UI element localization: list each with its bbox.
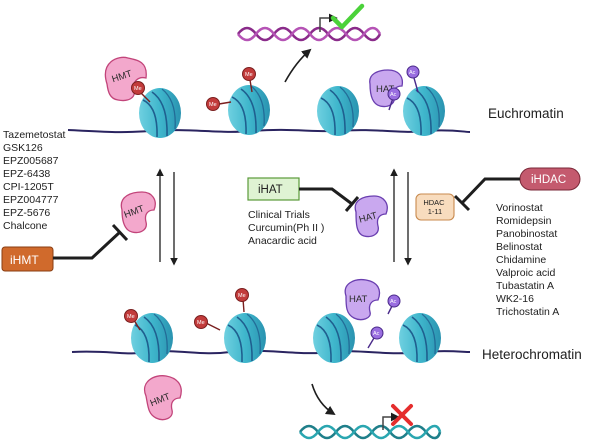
hmt-enzyme-euchromatin: HMT — [104, 56, 147, 102]
acetyl-mark: Ac — [406, 65, 420, 93]
check-icon — [330, 3, 365, 30]
methyl-mark: Me — [206, 97, 232, 111]
hat-label: HAT — [376, 84, 394, 95]
hmt-enzyme-heterochromatin: HMT — [143, 375, 182, 421]
drug-name: Anacardic acid — [248, 235, 317, 247]
hat-transition-arrows — [390, 168, 412, 266]
hat-enzyme-middle: HAT — [354, 195, 388, 238]
nucleosome — [138, 87, 182, 139]
drug-name: EPZ004777 — [3, 194, 59, 206]
methyl-label: Me — [134, 86, 142, 92]
nucleosome — [402, 85, 446, 137]
heterochromatin-label: Heterochromatin — [482, 347, 582, 362]
hdac-enzyme: HDAC 1-11 — [415, 193, 455, 221]
drug-name: EPZ-5676 — [3, 207, 50, 219]
euchromatin-label: Euchromatin — [488, 106, 564, 121]
methyl-mark: Me — [131, 81, 151, 103]
nucleosome — [130, 312, 174, 364]
methyl-mark: Me — [194, 315, 221, 331]
hat-label: HAT — [349, 294, 367, 305]
hat-label: HAT — [358, 210, 379, 225]
hmt-enzyme-middle: HMT — [120, 191, 156, 234]
ihdac-label: iHDAC — [531, 174, 566, 186]
drug-name: Vorinostat — [496, 202, 543, 214]
methyl-label: Me — [197, 320, 205, 326]
methyl-mark: Me — [235, 288, 249, 313]
drug-name: CPI-1205T — [3, 181, 54, 193]
acetyl-label: Ac — [373, 331, 380, 337]
acetyl-label: Ac — [409, 70, 416, 76]
hat-enzyme-euchromatin: HAT — [369, 69, 404, 108]
drug-name: Panobinostat — [496, 228, 557, 240]
nucleosome — [312, 312, 356, 364]
methyl-label: Me — [245, 72, 253, 78]
ihmt-inhibitor: iHMT — [1, 223, 129, 272]
methyl-label: Me — [238, 293, 246, 299]
heterochromatin-fiber — [71, 312, 471, 364]
drug-name: Tazemetostat — [3, 129, 66, 141]
ihat-inhibitor: iHAT — [247, 177, 360, 212]
drug-name: EPZ005687 — [3, 155, 59, 167]
methyl-label: Me — [127, 314, 135, 320]
hat-enzyme-heterochromatin: HAT — [344, 278, 381, 321]
ihdac-drug-list: Vorinostat Romidepsin Panobinostat Belin… — [496, 202, 559, 318]
silenced-gene-dna-helix — [298, 424, 442, 440]
hdac-label: HDAC 1-11 — [423, 198, 446, 216]
ihdac-inhibitor: iHDAC — [453, 167, 581, 212]
acetyl-label: Ac — [390, 299, 397, 305]
drug-name: Valproic acid — [496, 267, 555, 279]
drug-name: Chidamine — [496, 254, 546, 266]
nucleosome — [223, 312, 267, 364]
active-gene-dna-helix — [236, 26, 382, 42]
drug-name: WK2-16 — [496, 293, 534, 305]
drug-name: Romidepsin — [496, 215, 552, 227]
drug-name: GSK126 — [3, 142, 43, 154]
methyl-mark: Me — [124, 309, 141, 331]
acetyl-mark: Ac — [367, 326, 384, 349]
drug-name: Belinostat — [496, 241, 542, 253]
euchromatin-fiber — [67, 84, 471, 139]
drug-name: Chalcone — [3, 220, 48, 232]
ihmt-label: iHMT — [10, 253, 39, 267]
drug-name: Trichostatin A — [496, 306, 559, 318]
acetyl-mark: Ac — [387, 87, 401, 111]
ihat-drug-list: Clinical Trials Curcumin(Ph II ) Anacard… — [248, 209, 324, 247]
nucleosome — [316, 85, 360, 137]
acetyl-label: Ac — [390, 92, 397, 98]
nucleosome — [398, 312, 442, 364]
drug-name: EPZ-6438 — [3, 168, 50, 180]
acetyl-mark: Ac — [387, 294, 401, 315]
methyl-mark: Me — [242, 67, 256, 93]
repression-arrow — [311, 383, 336, 416]
cross-icon — [391, 404, 413, 426]
transcription-arrow-icon — [382, 412, 400, 430]
ihat-label: iHAT — [258, 184, 283, 196]
drug-name: Tubastatin A — [496, 280, 554, 292]
hmt-transition-arrows — [156, 168, 178, 266]
nucleosome — [227, 84, 271, 136]
activation-arrow — [284, 48, 312, 83]
ihmt-drug-list: Tazemetostat GSK126 EPZ005687 EPZ-6438 C… — [3, 129, 66, 232]
drug-name: Clinical Trials — [248, 209, 310, 221]
transcription-arrow-icon — [319, 13, 338, 32]
drug-name: Curcumin(Ph II ) — [248, 222, 324, 234]
methyl-label: Me — [209, 102, 217, 108]
